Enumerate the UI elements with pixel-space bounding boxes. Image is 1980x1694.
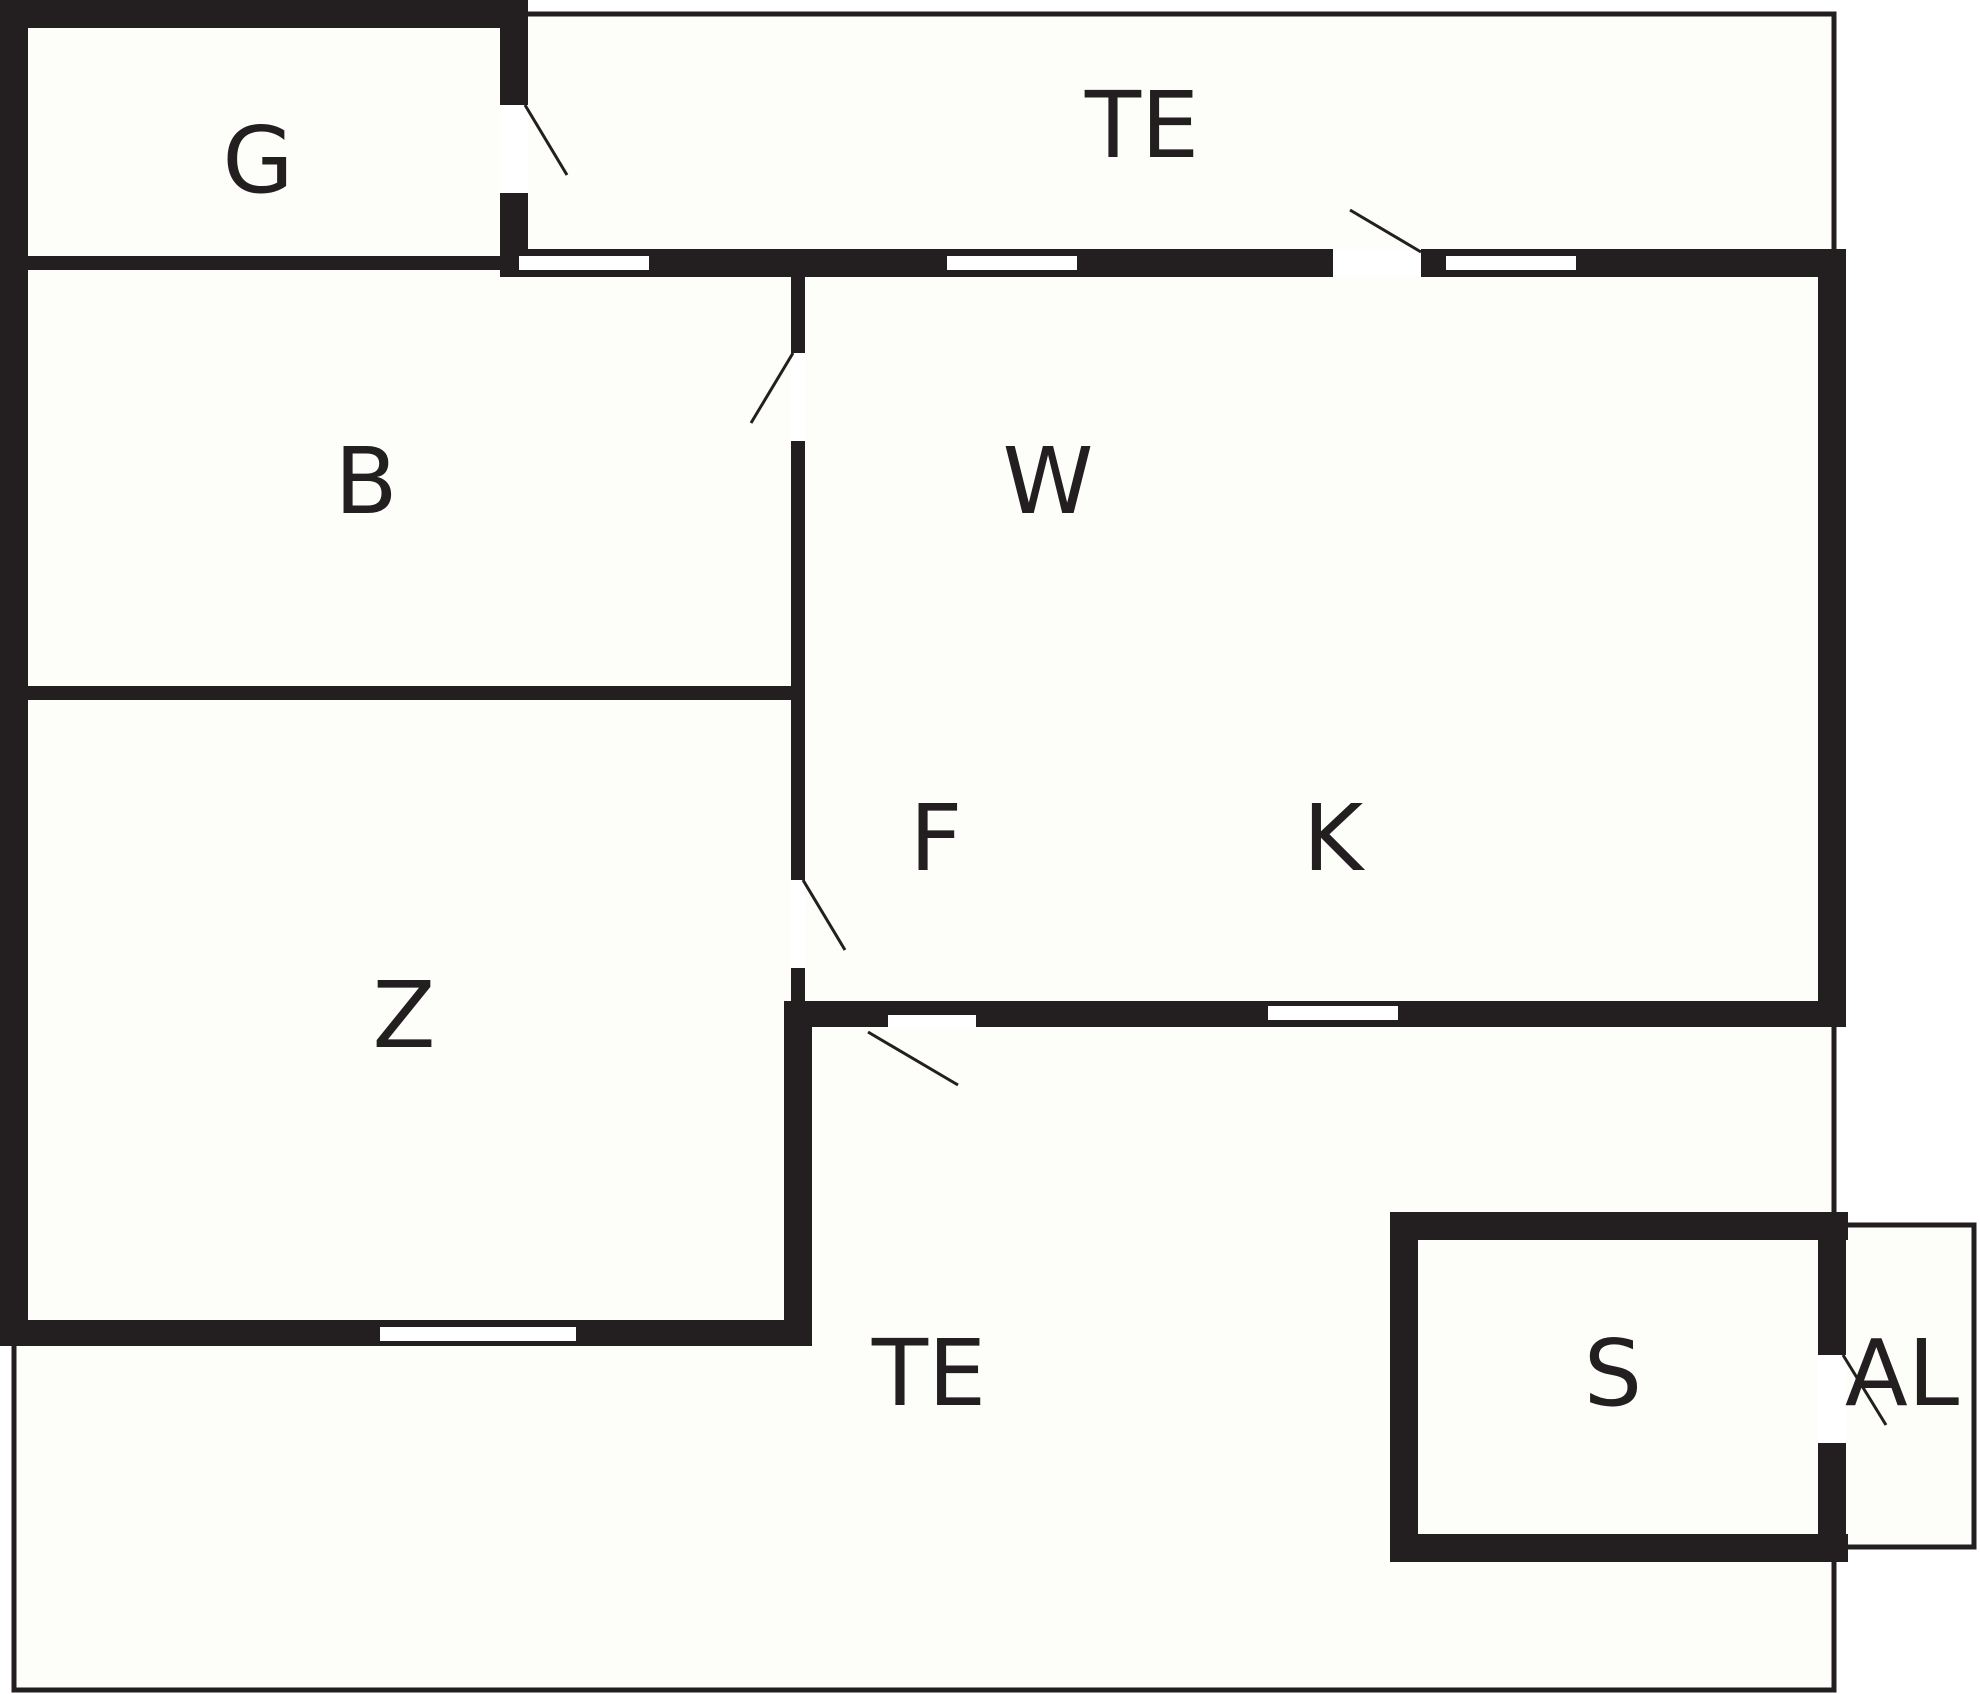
wall-partition-vertical — [791, 270, 805, 1005]
balcony-al-outline — [1844, 1222, 1977, 1550]
door-z-leaf — [801, 879, 847, 951]
room-al-area — [1844, 1225, 1974, 1547]
door-b-leaf — [749, 352, 795, 424]
door-bottom-terrace-leaf — [867, 1030, 959, 1087]
wall-b-z — [14, 686, 798, 700]
wall-z-right — [784, 1001, 812, 1346]
label-room-w: W — [1003, 428, 1094, 535]
thick-walls — [0, 0, 1848, 1562]
wall-outer-right — [1818, 249, 1846, 1027]
window-z-bottom — [380, 1327, 576, 1341]
window-top-1 — [519, 256, 649, 270]
door-bottom-terrace-gap — [888, 1015, 976, 1028]
door-g-leaf — [523, 104, 569, 176]
label-room-b: B — [334, 428, 397, 535]
terrace-top-area — [514, 14, 1834, 263]
label-room-z: Z — [372, 962, 435, 1069]
window-top-2 — [947, 256, 1077, 270]
label-terrace-top: TE — [1084, 72, 1199, 179]
room-wfk-area — [798, 263, 1844, 1015]
terrace-top-outline — [514, 11, 1837, 263]
thin-walls — [11, 11, 1977, 1693]
windows — [380, 256, 1576, 1341]
door-al-gap — [1818, 1355, 1846, 1443]
window-top-3 — [1446, 256, 1576, 270]
label-room-f: F — [910, 785, 963, 892]
door-al-leaf — [1841, 1354, 1888, 1426]
door-z-gap — [791, 880, 805, 968]
wall-g-b — [14, 256, 514, 270]
wall-s-bottom — [1390, 1534, 1848, 1562]
room-b-area — [14, 263, 798, 693]
label-room-al: AL — [1845, 1320, 1959, 1427]
door-g-gap — [500, 105, 528, 193]
terrace-bottom-outline — [11, 1340, 1837, 1693]
wall-s-top — [1390, 1212, 1848, 1240]
room-g-area — [14, 14, 514, 263]
doors — [500, 104, 1888, 1443]
wall-top-main — [500, 249, 1846, 277]
window-kitchen-bottom — [1268, 1006, 1398, 1020]
door-top-terrace-gap — [1333, 249, 1421, 277]
room-labels: G TE B W F K Z TE S AL — [222, 72, 1959, 1427]
terrace-bottom-area — [14, 1015, 1834, 1690]
label-terrace-bottom: TE — [871, 1320, 986, 1427]
label-room-g: G — [222, 107, 293, 214]
wall-outer-left — [0, 0, 28, 1346]
door-b-gap — [791, 353, 805, 441]
floor-areas — [14, 14, 1974, 1690]
label-room-s: S — [1584, 1320, 1642, 1427]
wall-s-left — [1390, 1212, 1418, 1562]
wall-g-top — [0, 0, 528, 28]
label-room-k: K — [1303, 785, 1366, 892]
door-top-terrace-leaf — [1349, 208, 1422, 254]
